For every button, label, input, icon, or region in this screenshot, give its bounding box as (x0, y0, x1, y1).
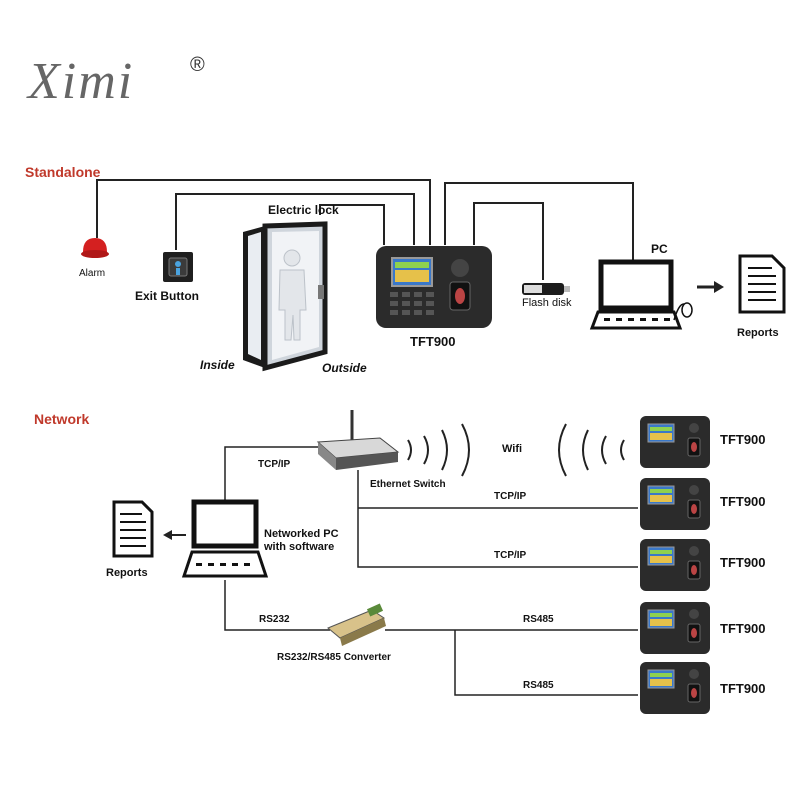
network-device-4 (640, 602, 710, 654)
network-device-label-1: TFT900 (720, 432, 766, 447)
tft900-main-device (376, 246, 492, 328)
outside-label: Outside (322, 361, 367, 375)
tcpip-line2-label: TCP/IP (494, 550, 527, 561)
pc-icon (589, 259, 693, 330)
rs485-line1-label: RS485 (523, 614, 554, 625)
reports-icon (738, 254, 786, 314)
network-device-label-4: TFT900 (720, 621, 766, 636)
network-wires (172, 446, 638, 696)
wifi-waves-right (558, 423, 625, 477)
reports-network-label: Reports (106, 567, 148, 579)
networked-pc-icon (181, 499, 269, 578)
converter-label: RS232/RS485 Converter (277, 652, 391, 663)
converter-icon (327, 603, 386, 646)
tcpip-line1-label: TCP/IP (494, 491, 527, 502)
network-device-1 (640, 416, 710, 468)
arrow-left-icon (163, 530, 172, 540)
arrow-right-icon (714, 281, 724, 293)
wifi-label: Wifi (502, 443, 523, 455)
wifi-waves-left (407, 423, 470, 477)
network-device-label-5: TFT900 (720, 681, 766, 696)
networked-pc-label-2: with software (264, 541, 335, 553)
standalone-title: Standalone (25, 164, 101, 180)
brand-logo: Ximi (28, 53, 135, 110)
door-icon (243, 221, 328, 372)
rs485-line2-label: RS485 (523, 680, 554, 691)
network-device-2 (640, 478, 710, 530)
registered-mark: ® (190, 54, 205, 76)
tcpip-top-label: TCP/IP (258, 459, 291, 470)
reports-label: Reports (737, 327, 779, 339)
ethernet-switch-label: Ethernet Switch (370, 479, 446, 490)
inside-label: Inside (200, 358, 235, 372)
flash-disk-icon (522, 283, 570, 295)
electric-lock-label: Electric lock (268, 203, 339, 217)
standalone-wires (96, 179, 714, 289)
network-device-label-2: TFT900 (720, 494, 766, 509)
network-title: Network (34, 411, 90, 427)
rs232-label: RS232 (259, 614, 290, 625)
alarm-label: Alarm (79, 268, 106, 279)
pc-label: PC (651, 242, 668, 256)
network-device-5 (640, 662, 710, 714)
ethernet-switch-icon (316, 410, 400, 470)
tft900-main-label: TFT900 (410, 334, 456, 349)
flash-disk-label: Flash disk (522, 297, 572, 309)
reports-network-icon (112, 500, 154, 558)
networked-pc-label-1: Networked PC (264, 528, 339, 540)
network-device-label-3: TFT900 (720, 555, 766, 570)
alarm-icon (81, 238, 109, 258)
network-device-3 (640, 539, 710, 591)
exit-button-label: Exit Button (135, 289, 199, 303)
exit-button-icon (163, 252, 193, 282)
